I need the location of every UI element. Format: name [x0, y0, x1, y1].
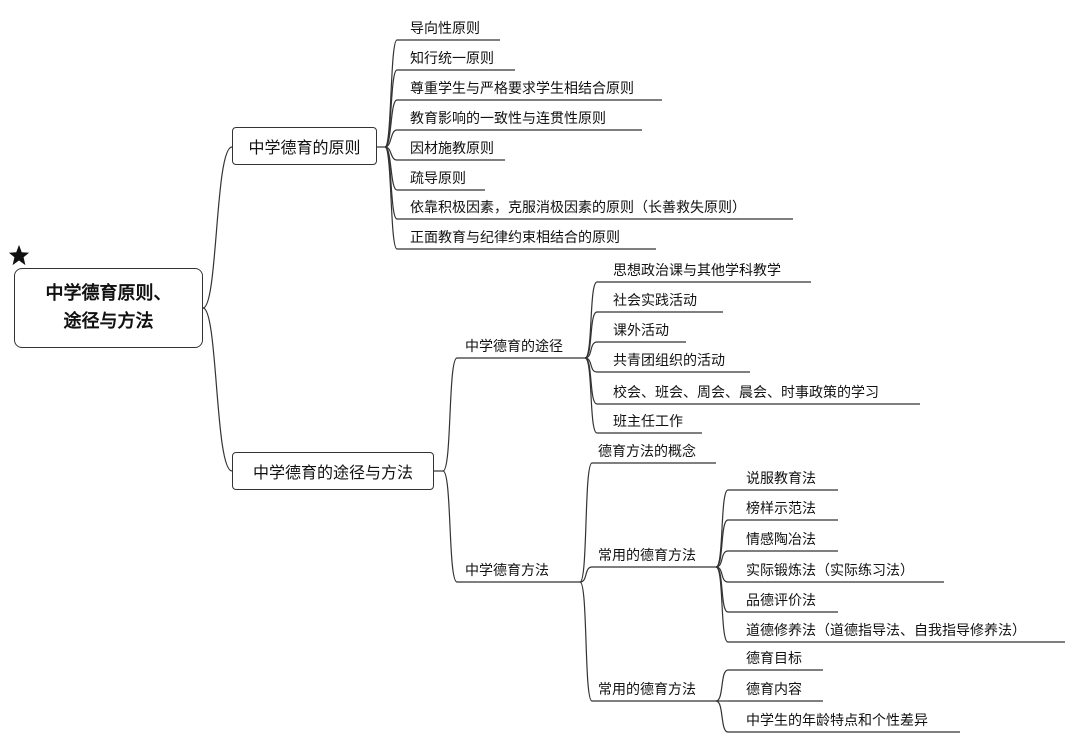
- principle-item[interactable]: 因材施教原则: [410, 141, 494, 157]
- method-concept-node[interactable]: 德育方法的概念: [598, 444, 696, 460]
- way-item[interactable]: 社会实践活动: [613, 293, 697, 309]
- way-item[interactable]: 班主任工作: [613, 414, 683, 430]
- ways-node[interactable]: 中学德育的途径: [465, 339, 563, 355]
- method-item[interactable]: 品德评价法: [746, 593, 816, 609]
- method-item[interactable]: 情感陶冶法: [746, 532, 816, 548]
- method-item[interactable]: 榜样示范法: [746, 501, 816, 517]
- common-methods-node-2[interactable]: 常用的德育方法: [598, 682, 696, 698]
- common-methods-node[interactable]: 常用的德育方法: [598, 548, 696, 564]
- methods-node[interactable]: 中学德育方法: [465, 563, 549, 579]
- way-item[interactable]: 校会、班会、周会、晨会、时事政策的学习: [613, 385, 879, 401]
- principle-item[interactable]: 依靠积极因素，克服消极因素的原则（长善救失原则）: [410, 200, 746, 216]
- way-item[interactable]: 思想政治课与其他学科教学: [613, 263, 781, 279]
- method-item[interactable]: 实际锻炼法（实际练习法）: [746, 563, 914, 579]
- way-item[interactable]: 共青团组织的活动: [613, 353, 725, 369]
- principle-item[interactable]: 正面教育与纪律约束相结合的原则: [410, 230, 620, 246]
- ways-methods-node[interactable]: 中学德育的途径与方法: [232, 452, 434, 490]
- principle-item[interactable]: 教育影响的一致性与连贯性原则: [410, 111, 606, 127]
- star-icon: [8, 244, 30, 266]
- root-title-line2: 途径与方法: [63, 311, 154, 332]
- method-selection-item[interactable]: 中学生的年龄特点和个性差异: [746, 713, 928, 729]
- method-selection-item[interactable]: 德育目标: [746, 651, 802, 667]
- method-selection-item[interactable]: 德育内容: [746, 682, 802, 698]
- principles-node[interactable]: 中学德育的原则: [232, 127, 377, 165]
- method-item[interactable]: 道德修养法（道德指导法、自我指导修养法）: [746, 623, 1026, 639]
- root-title-line1: 中学德育原则、: [45, 283, 172, 304]
- principle-item[interactable]: 尊重学生与严格要求学生相结合原则: [410, 81, 634, 97]
- principle-item[interactable]: 导向性原则: [410, 21, 480, 37]
- way-item[interactable]: 课外活动: [613, 323, 669, 339]
- method-item[interactable]: 说服教育法: [746, 471, 816, 487]
- principle-item[interactable]: 知行统一原则: [410, 51, 494, 67]
- principle-item[interactable]: 疏导原则: [410, 171, 466, 187]
- root-node[interactable]: 中学德育原则、 途径与方法: [14, 268, 203, 348]
